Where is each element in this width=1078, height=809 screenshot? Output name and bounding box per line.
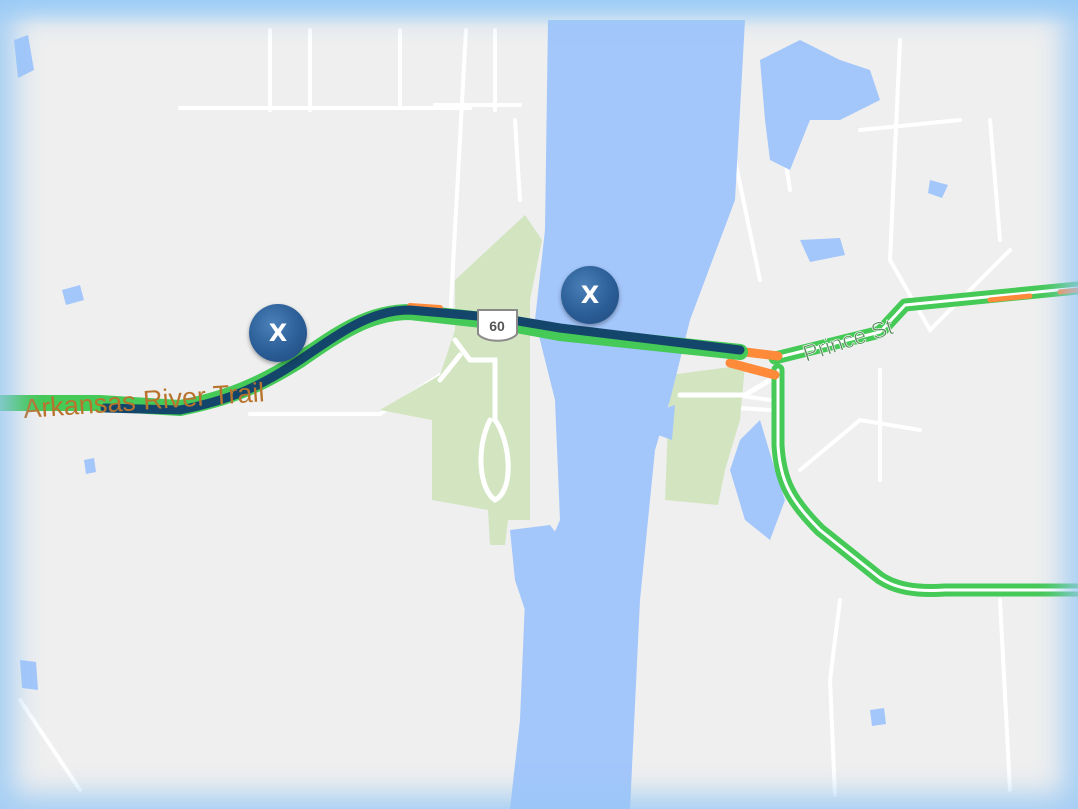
traffic-east-highway: [771, 363, 1078, 597]
highway-shield-icon: 60: [477, 309, 518, 342]
selected-route[interactable]: [100, 305, 745, 415]
river: [510, 20, 745, 809]
park-areas: [380, 215, 745, 545]
highway-shield-number: 60: [489, 318, 505, 334]
traffic-prince-street: [725, 281, 1078, 380]
park-paths: [437, 337, 773, 503]
close-icon: X: [268, 319, 288, 347]
incident-marker-river[interactable]: X: [561, 266, 619, 324]
close-icon: X: [580, 281, 600, 309]
incident-marker-west[interactable]: X: [249, 304, 307, 362]
water-bodies: [14, 20, 948, 809]
